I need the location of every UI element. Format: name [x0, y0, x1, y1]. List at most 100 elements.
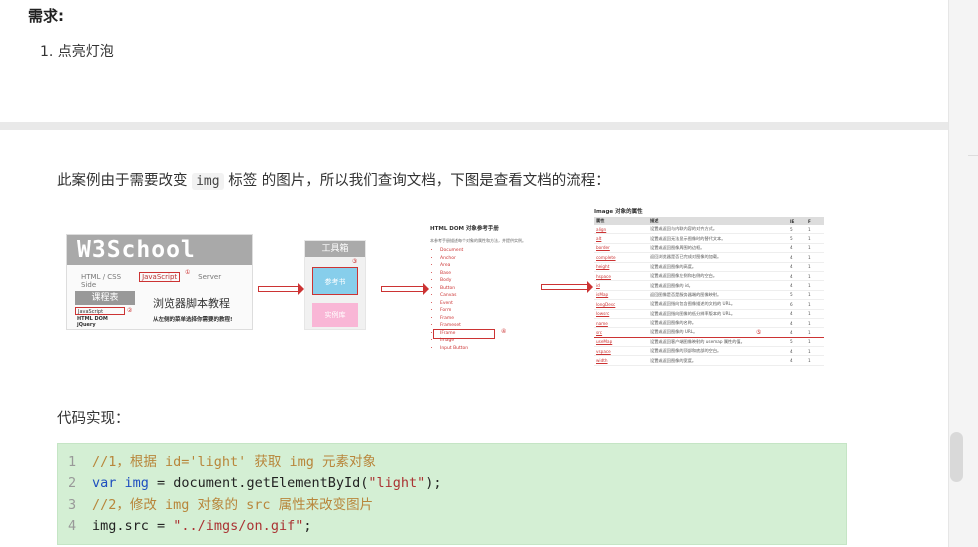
marker-2: ② [127, 307, 133, 314]
dom-object-item[interactable]: Button [440, 285, 560, 293]
table-cell: 1 [806, 346, 824, 357]
property-link[interactable]: longDesc [594, 299, 648, 310]
examples-button: 实例库 [312, 303, 358, 327]
dom-reference-title: HTML DOM 对象参考手册 [430, 226, 499, 232]
table-cell: 5 [788, 337, 806, 348]
table-cell: 4 [788, 327, 806, 338]
code-string: "light" [368, 475, 426, 491]
line-number: 1 [68, 454, 77, 470]
table-cell: 1 [806, 327, 824, 338]
table-cell: 1 [806, 355, 824, 366]
marker-1: ① [185, 269, 191, 276]
property-link[interactable]: hspace [594, 271, 648, 282]
property-link[interactable]: complete [594, 252, 648, 263]
header-ie: IE [788, 217, 806, 225]
dom-object-item[interactable]: Canvas [440, 292, 560, 300]
table-cell: 6 [788, 299, 806, 310]
property-link[interactable]: id [594, 280, 648, 291]
course-list-item: HTML DOM [77, 316, 108, 322]
inline-code-img: img [192, 173, 224, 190]
property-link[interactable]: useMap [594, 337, 648, 348]
dom-object-item[interactable]: Event [440, 300, 560, 308]
intro-paragraph: 此案例由于需要改变 img 标签 的图片，所以我们查询文档，下图是查看文档的流程… [57, 169, 610, 190]
code-text: ; [303, 518, 312, 534]
nav-html-css: HTML / CSS [81, 273, 122, 281]
course-label: 课程表 [75, 291, 135, 305]
code-text: img.src = [92, 518, 174, 534]
dom-reference-desc: 本参考手册描述每个对象的属性和方法，并提供实例。 [430, 238, 526, 243]
code-variable: img [116, 475, 149, 491]
code-comment: //2，修改 img 对象的 src 属性来改变图片 [92, 497, 374, 513]
table-cell: 1 [806, 309, 824, 319]
table-cell: 4 [788, 318, 806, 329]
property-link[interactable]: isMap [594, 290, 648, 301]
table-cell: 设置或返回图像的 URL。 [648, 327, 788, 338]
header-f: F [806, 217, 824, 225]
dom-object-item[interactable]: Body [440, 277, 560, 285]
intro-text-before: 此案例由于需要改变 [57, 173, 193, 189]
property-link[interactable]: src [594, 327, 648, 338]
line-number: 3 [68, 497, 77, 513]
table-cell: 设置或返回与内联内容的对齐方式。 [648, 225, 788, 235]
property-link[interactable]: border [594, 243, 648, 254]
property-link[interactable]: align [594, 225, 648, 235]
property-link[interactable]: name [594, 318, 648, 329]
property-link[interactable]: lowsrc [594, 309, 648, 319]
scrollbar-thumb[interactable] [950, 432, 963, 482]
nav-javascript: JavaScript [139, 272, 181, 282]
property-link[interactable]: vspace [594, 346, 648, 357]
property-link[interactable]: width [594, 355, 648, 366]
table-cell: 设置或返回指向包含图像描述的文档的 URL。 [648, 299, 788, 310]
panel-subtitle: 从左侧的菜单选择你需要的教程! [153, 317, 233, 323]
course-list: HTML DOM jQuery [77, 316, 108, 328]
dom-object-item[interactable]: IFrame [440, 330, 560, 338]
table-cell: 设置或返回图像的名称。 [648, 318, 788, 329]
table-cell: 4 [788, 280, 806, 291]
table-cell: 1 [806, 337, 824, 348]
dom-object-item[interactable]: Input Button [440, 345, 560, 353]
code-line: 3 //2，修改 img 对象的 src 属性来改变图片 [68, 494, 373, 516]
dom-object-item[interactable]: Base [440, 270, 560, 278]
dom-object-list: DocumentAnchorAreaBaseBodyButtonCanvasEv… [430, 247, 560, 352]
image-highlight-box [433, 329, 495, 339]
table-cell: 设置或返回图像的顶部和底部的空白。 [648, 346, 788, 357]
toolbox-panel: 工具箱 ③ 参考书 实例库 [304, 240, 366, 330]
table-cell: 4 [788, 262, 806, 272]
dom-object-item[interactable]: Area [440, 262, 560, 270]
table-cell: 4 [788, 252, 806, 263]
document-view: 需求: 1. 点亮灯泡 此案例由于需要改变 img 标签 的图片，所以我们查询文… [0, 0, 948, 547]
flow-arrow-icon [381, 283, 429, 295]
toolbox-title: 工具箱 [305, 241, 365, 257]
property-link[interactable]: height [594, 262, 648, 272]
property-link[interactable]: alt [594, 233, 648, 244]
dom-object-item[interactable]: Document [440, 247, 560, 255]
dom-object-item[interactable]: Frame [440, 315, 560, 323]
marker-5: ⑤ [756, 329, 762, 336]
dom-object-item[interactable]: Form [440, 307, 560, 315]
table-cell: 1 [806, 225, 824, 235]
table-cell: 4 [788, 271, 806, 282]
table-cell: 返回图像是否是服务器端的图像映射。 [648, 290, 788, 301]
requirement-item: 1. 点亮灯泡 [40, 44, 114, 60]
dom-object-item[interactable]: Frameset [440, 322, 560, 330]
dom-object-item[interactable]: Image [440, 337, 560, 345]
dom-object-item[interactable]: Anchor [440, 255, 560, 263]
